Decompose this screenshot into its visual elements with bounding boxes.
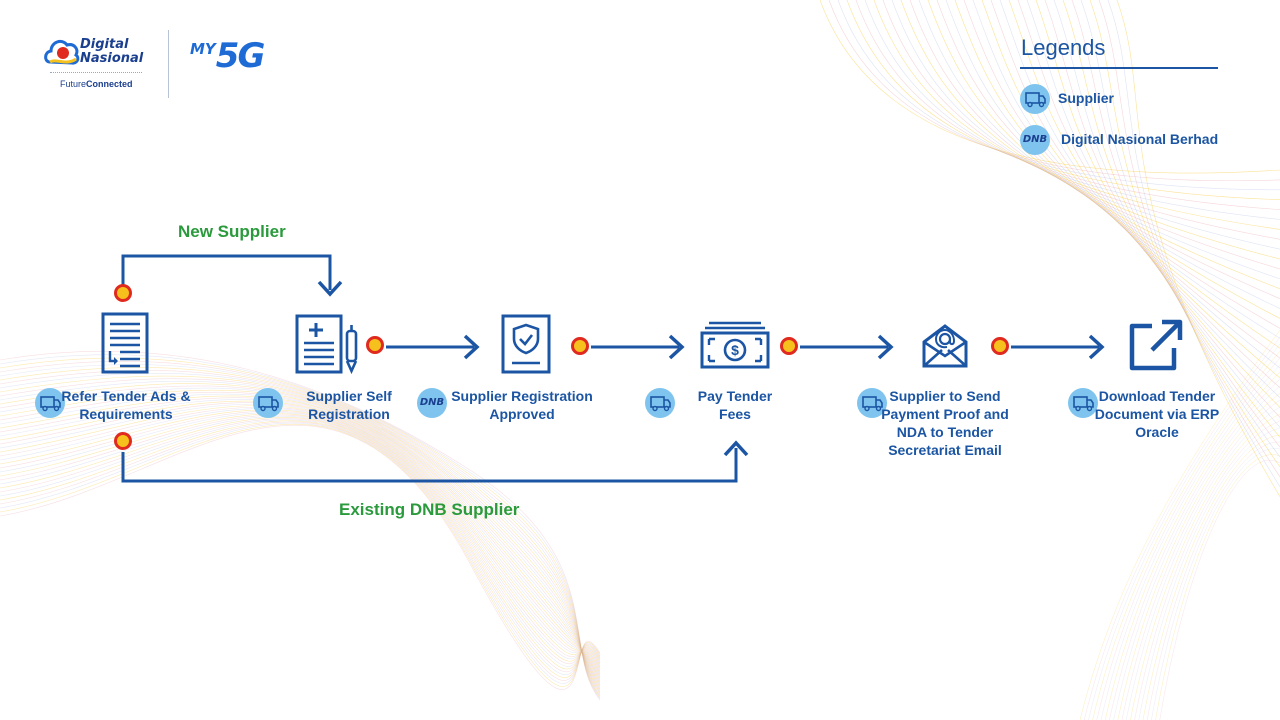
email-icon — [922, 324, 968, 368]
node-step-4 — [780, 337, 798, 355]
step4-label: Pay Tender Fees — [697, 388, 773, 422]
document-list-icon — [101, 312, 149, 374]
logo-divider — [168, 30, 169, 98]
existing-supplier-connector — [121, 448, 738, 483]
external-link-icon — [1129, 319, 1183, 371]
node-existing-supplier-start — [114, 432, 132, 450]
step2-label: Supplier Self Registration — [306, 388, 392, 422]
my5g-logo: MY5G — [190, 36, 265, 76]
step4-supplier-badge — [645, 388, 675, 418]
arrow-4-5-head — [877, 334, 894, 360]
digital-nasional-logo: Digital Nasional FutureConnected — [42, 30, 152, 92]
brand-name-line2: Nasional — [80, 51, 144, 66]
step6-label: Download Tender Document via ERP Oracle — [1094, 388, 1220, 440]
legend-dnb-label: Digital Nasional Berhad — [1061, 131, 1219, 147]
node-step-2 — [366, 336, 384, 354]
truck-icon — [258, 396, 279, 412]
truck-icon — [862, 396, 883, 412]
brand-tagline: FutureConnected — [60, 79, 133, 89]
existing-supplier-arrowhead — [723, 440, 749, 457]
legend-dnb-badge: DNB — [1020, 125, 1050, 155]
truck-icon — [650, 396, 671, 412]
step3-dnb-badge: DNB — [417, 388, 447, 418]
new-supplier-arrowhead — [317, 280, 343, 297]
form-pen-icon — [295, 314, 358, 375]
legend-supplier-badge — [1020, 84, 1050, 114]
step5-label: Supplier to Send Payment Proof and NDA t… — [881, 388, 1009, 458]
arrow-5-6-head — [1088, 334, 1105, 360]
step1-supplier-badge — [35, 388, 65, 418]
step2-supplier-badge — [253, 388, 283, 418]
node-step-5 — [991, 337, 1009, 355]
step1-label: Refer Tender Ads & Requirements — [61, 388, 191, 422]
step5-supplier-badge — [857, 388, 887, 418]
money-icon: $ — [700, 321, 770, 369]
arrow-2-3-head — [463, 334, 480, 360]
new-supplier-connector — [121, 254, 332, 290]
legend-supplier-label: Supplier — [1058, 90, 1115, 106]
shield-document-icon — [501, 314, 551, 374]
truck-icon — [1025, 92, 1046, 108]
arrow-3-4-head — [668, 334, 685, 360]
step6-supplier-badge — [1068, 388, 1098, 418]
legend-divider — [1020, 67, 1218, 69]
step3-label: Supplier Registration Approved — [451, 388, 593, 422]
brand-name-line1: Digital — [80, 37, 129, 52]
node-step-3 — [571, 337, 589, 355]
truck-icon — [40, 396, 61, 412]
truck-icon — [1073, 396, 1094, 412]
existing-supplier-label: Existing DNB Supplier — [339, 500, 520, 519]
new-supplier-label: New Supplier — [178, 222, 286, 241]
svg-text:$: $ — [731, 342, 739, 358]
node-new-supplier-start — [114, 284, 132, 302]
legend-title: Legends — [1021, 35, 1106, 60]
cloud-logo-icon — [44, 39, 80, 65]
